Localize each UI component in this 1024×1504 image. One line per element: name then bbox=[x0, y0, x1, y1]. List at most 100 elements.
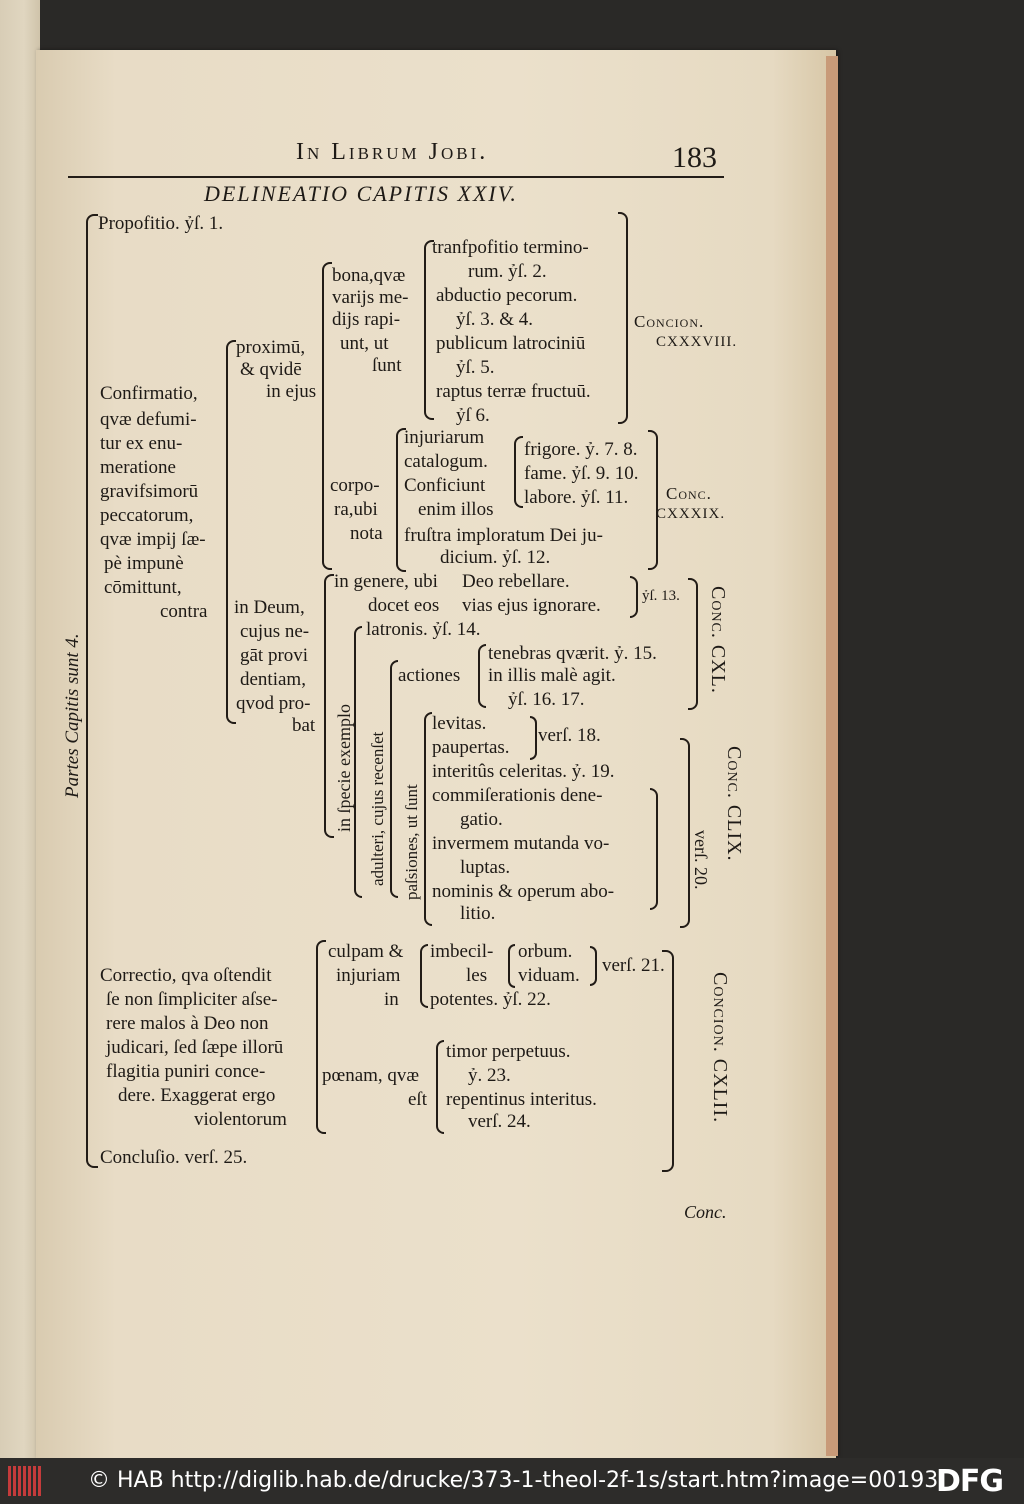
injuriarum-line: enim illos bbox=[418, 499, 494, 520]
correctio-line: judicari, ſed ſæpe illorū bbox=[106, 1037, 284, 1058]
confirmatio-line: gravifsimorū bbox=[100, 481, 199, 502]
confirmatio-line: Confirmatio, bbox=[100, 383, 198, 404]
bona-item: ỷſ 6. bbox=[456, 405, 490, 426]
concio-138-label: Concion. bbox=[634, 312, 705, 331]
confirmatio-line: peccatorum, bbox=[100, 505, 194, 526]
passion-item: commiſerationis dene- bbox=[432, 785, 603, 806]
tenebras-line: ỷſ. 16. 17. bbox=[508, 689, 585, 710]
concio-139-brace bbox=[648, 430, 658, 570]
confirmatio-line: meratione bbox=[100, 457, 176, 478]
catchword: Conc. bbox=[684, 1202, 727, 1222]
correctio-line: dere. Exaggerat ergo bbox=[118, 1085, 276, 1106]
passion-item: litio. bbox=[460, 903, 496, 924]
correctio-line: ſe non ſimpliciter aſse- bbox=[106, 989, 278, 1010]
passion-item: nominis & operum abo- bbox=[432, 881, 615, 902]
bona-item: publicum latrociniū bbox=[436, 333, 586, 354]
concio-140-label: Conc. CXL. bbox=[707, 586, 729, 694]
timor-line: ỷ. 23. bbox=[468, 1065, 511, 1086]
imbecilles-line: les bbox=[466, 965, 488, 986]
bona-brace bbox=[424, 240, 434, 420]
contra-brace bbox=[226, 340, 236, 724]
passion-item: gatio. bbox=[460, 809, 503, 830]
corpora-brace bbox=[396, 428, 406, 572]
proximum-brace bbox=[322, 262, 332, 570]
vers20-label: verſ. 20. bbox=[691, 830, 711, 890]
tenebras-line: tenebras qværit. ỷ. 15. bbox=[488, 643, 657, 664]
passion-item: paupertas. bbox=[432, 737, 510, 758]
bona-item: rum. ỷſ. 2. bbox=[468, 261, 547, 282]
concio-142-brace bbox=[662, 950, 674, 1172]
concio-159-label: Conc. CLIX. bbox=[723, 746, 745, 862]
correctio-line: violentorum bbox=[194, 1109, 287, 1130]
tenebras-line: in illis malè agit. bbox=[488, 665, 616, 686]
conclusio: Concluſio. verſ. 25. bbox=[100, 1147, 248, 1168]
corpora-line: ra,ubi bbox=[334, 499, 378, 520]
header-rule bbox=[68, 176, 724, 178]
orbum-line: viduam. bbox=[518, 965, 580, 986]
copyright-url[interactable]: © HAB http://diglib.hab.de/drucke/373-1-… bbox=[88, 1468, 939, 1493]
concio-139-number: CXXXIX. bbox=[656, 506, 726, 522]
vers18-label: verſ. 18. bbox=[538, 725, 601, 746]
adulteri-brace bbox=[390, 660, 398, 898]
confirmatio-line: qvæ impij ſæ- bbox=[100, 529, 206, 550]
confirmatio-line: contra bbox=[160, 601, 208, 622]
passion-item: levitas. bbox=[432, 713, 487, 734]
bona-line: varijs me- bbox=[332, 287, 409, 308]
book-page bbox=[36, 50, 836, 1458]
in-deum-brace bbox=[324, 574, 334, 838]
side-label: Partes Capitis sunt 4. bbox=[62, 633, 83, 798]
vers18-brace bbox=[530, 716, 537, 760]
page-edge-stain bbox=[826, 56, 838, 1456]
culpam-line: injuriam bbox=[336, 965, 401, 986]
bona-item: tranfpofitio termino- bbox=[432, 237, 589, 258]
timor-line: verſ. 24. bbox=[468, 1111, 531, 1132]
viewer-footer: © HAB http://diglib.hab.de/drucke/373-1-… bbox=[0, 1458, 1024, 1504]
culpam-brace bbox=[420, 944, 428, 1008]
frustra-line: dicium. ỷſ. 12. bbox=[440, 547, 551, 568]
est-label: eſt bbox=[408, 1089, 427, 1110]
propositio: Propofitio. ỷſ. 1. bbox=[98, 213, 224, 234]
imbecilles-line: potentes. ỷſ. 22. bbox=[430, 989, 551, 1010]
frigore-item: frigore. ỷ. 7. 8. bbox=[524, 439, 638, 460]
latronis-line: latronis. ỷſ. 14. bbox=[366, 619, 481, 640]
bona-item: ỷſ. 3. & 4. bbox=[456, 309, 534, 330]
poenam-brace bbox=[436, 1040, 444, 1134]
scan-viewport: In Librum Jobi. 183 DELINEATIO CAPITIS X… bbox=[0, 0, 838, 1458]
correctio-line: rere malos à Deo non bbox=[106, 1013, 269, 1034]
proximum-line: proximū, bbox=[236, 337, 306, 358]
in-genere-line: in genere, ubi bbox=[334, 571, 438, 592]
frigore-item: labore. ỷſ. 11. bbox=[524, 487, 629, 508]
page-number: 183 bbox=[672, 141, 717, 174]
frigore-item: fame. ỷſ. 9. 10. bbox=[524, 463, 639, 484]
poenam-label: pœnam, qvæ bbox=[322, 1065, 420, 1086]
in-deum-line: in Deum, bbox=[234, 597, 305, 618]
injuriarum-line: injuriarum bbox=[404, 427, 485, 448]
correctio-line: flagitia puniri conce- bbox=[106, 1061, 266, 1082]
concio-138-number: CXXXVIII. bbox=[656, 334, 738, 350]
dfg-logo: DFG bbox=[936, 1464, 1004, 1499]
confirmatio-line: pè impunè bbox=[104, 553, 184, 574]
proximum-line: & qvidē bbox=[240, 359, 302, 380]
concio-140-brace bbox=[688, 578, 698, 710]
vers21-label: verſ. 21. bbox=[602, 955, 665, 976]
confirmatio-line: qvæ defumi- bbox=[100, 409, 197, 430]
concio-159-brace bbox=[680, 738, 690, 928]
actiones-label: actiones bbox=[398, 665, 461, 686]
in-deum-line: gāt provi bbox=[240, 645, 309, 666]
injuriarum-line: Conficiunt bbox=[404, 475, 486, 496]
proximum-line: in ejus bbox=[266, 381, 317, 402]
correctio-line: Correctio, qva oſtendit bbox=[100, 965, 272, 986]
passion-item: luptas. bbox=[460, 857, 511, 878]
orbum-brace bbox=[508, 944, 515, 988]
in-deum-line: dentiam, bbox=[240, 669, 306, 690]
correctio-brace bbox=[316, 940, 326, 1134]
main-brace bbox=[86, 214, 98, 1168]
in-specie-label: in ſpecie exemplo bbox=[334, 704, 354, 832]
corpora-line: nota bbox=[350, 523, 383, 544]
bona-item: ỷſ. 5. bbox=[456, 357, 495, 378]
bona-line: unt, ut bbox=[340, 333, 389, 354]
confirmatio-line: cōmittunt, bbox=[104, 577, 182, 598]
bona-item: raptus terræ fructuū. bbox=[436, 381, 591, 402]
passiones-brace bbox=[424, 712, 432, 926]
frigore-brace bbox=[514, 436, 523, 508]
